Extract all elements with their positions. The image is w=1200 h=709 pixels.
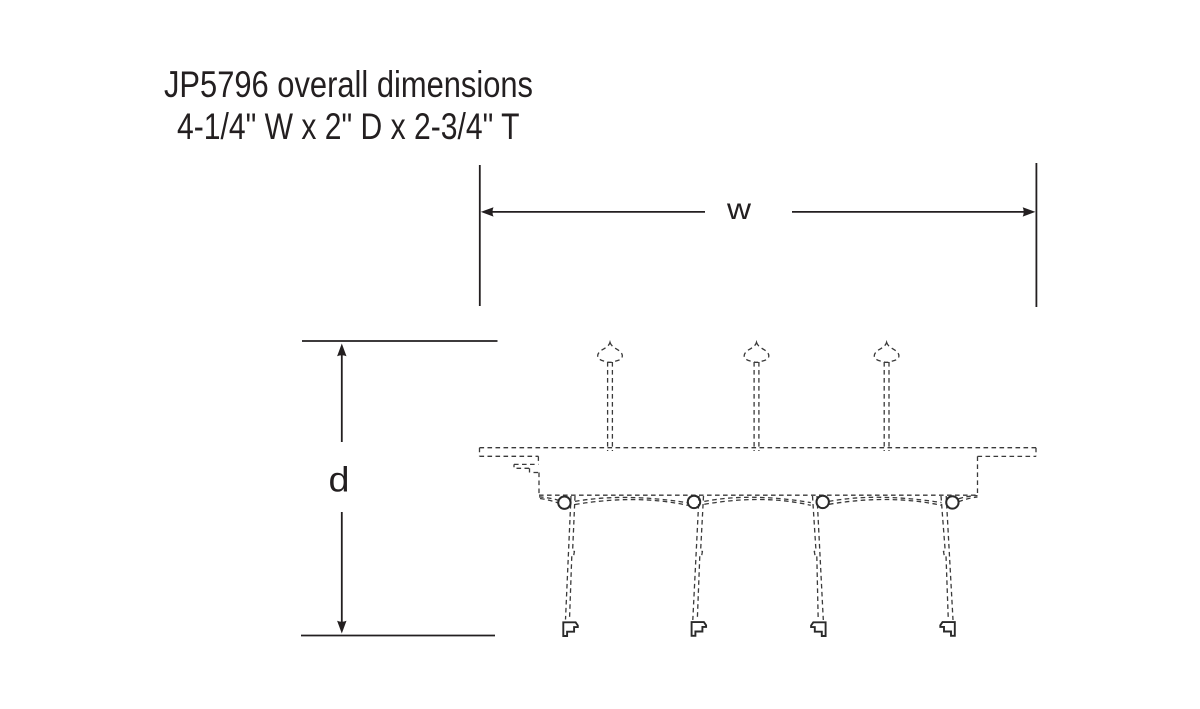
svg-text:4-1/4" W x 2" D x 2-3/4" T: 4-1/4" W x 2" D x 2-3/4" T xyxy=(177,106,520,147)
svg-text:JP5796 overall dimensions: JP5796 overall dimensions xyxy=(164,64,533,105)
svg-text:d: d xyxy=(329,461,350,500)
svg-text:w: w xyxy=(726,193,751,226)
